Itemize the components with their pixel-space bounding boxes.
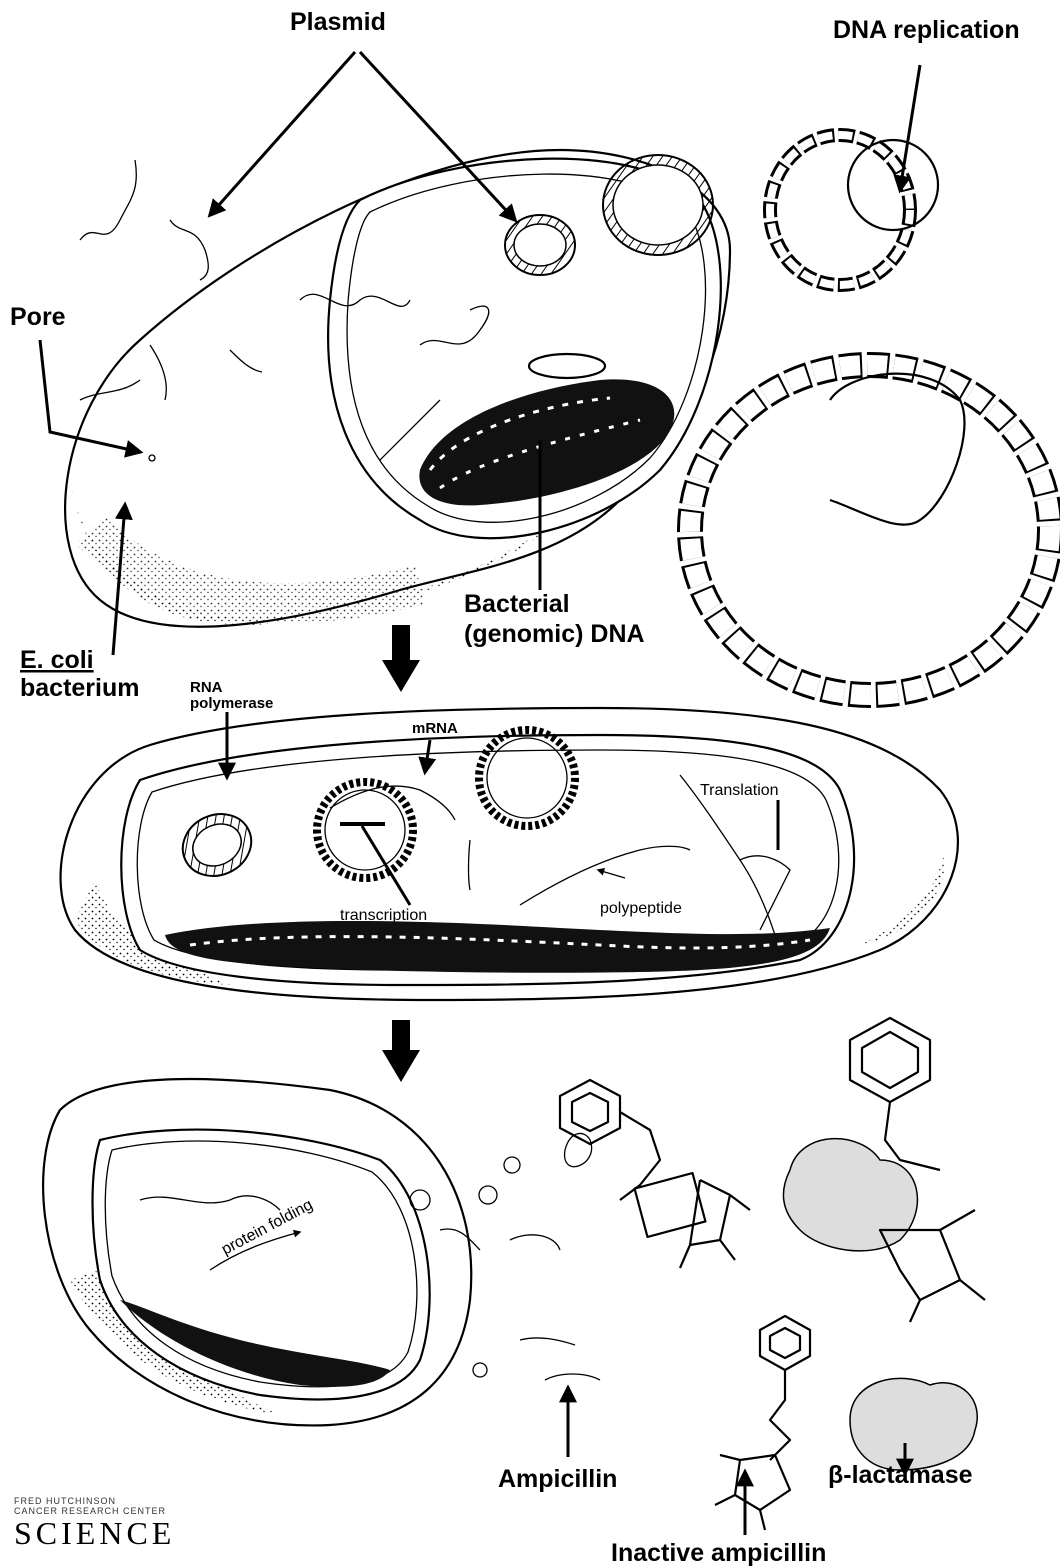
label-rna: RNA xyxy=(190,679,223,696)
label-translation: Translation xyxy=(700,782,779,799)
label-mrna: mRNA xyxy=(412,720,458,737)
label-polypeptide: polypeptide xyxy=(600,900,682,917)
scattered-fragments xyxy=(410,1133,600,1380)
label-e-coli: E. coli xyxy=(20,646,94,674)
label-polymerase: polymerase xyxy=(190,695,273,712)
label-pore: Pore xyxy=(10,303,66,331)
label-genomic-dna: (genomic) DNA xyxy=(464,620,645,648)
label-ampicillin: Ampicillin xyxy=(498,1465,617,1493)
label-bacterial: Bacterial xyxy=(464,590,570,618)
dna-replication-rings xyxy=(690,135,1050,695)
top-bacterium xyxy=(40,150,730,627)
ampicillin-molecule xyxy=(560,1080,750,1268)
credit-line-1: FRED HUTCHINSON xyxy=(14,1496,274,1506)
bottom-bacterium xyxy=(43,1079,471,1425)
label-beta-lactamase: β-lactamase xyxy=(828,1461,973,1489)
middle-bacterium xyxy=(61,708,958,1000)
label-dna-replication: DNA replication xyxy=(833,16,1020,44)
label-transcription: transcription xyxy=(340,907,427,924)
process-arrow-2 xyxy=(382,1020,420,1082)
credit-line-3: SCIENCE xyxy=(14,1516,274,1550)
beta-lactamase-bound xyxy=(783,1018,985,1322)
beta-lactamase-enzyme xyxy=(850,1378,977,1470)
label-plasmid: Plasmid xyxy=(290,8,386,36)
fhcrc-science-credit: FRED HUTCHINSON CANCER RESEARCH CENTER S… xyxy=(14,1496,274,1550)
inactive-ampicillin-molecule xyxy=(715,1316,810,1530)
label-bacterium: bacterium xyxy=(20,674,139,702)
process-arrow-1 xyxy=(382,625,420,692)
label-inactive-ampicillin: Inactive ampicillin xyxy=(611,1539,826,1566)
